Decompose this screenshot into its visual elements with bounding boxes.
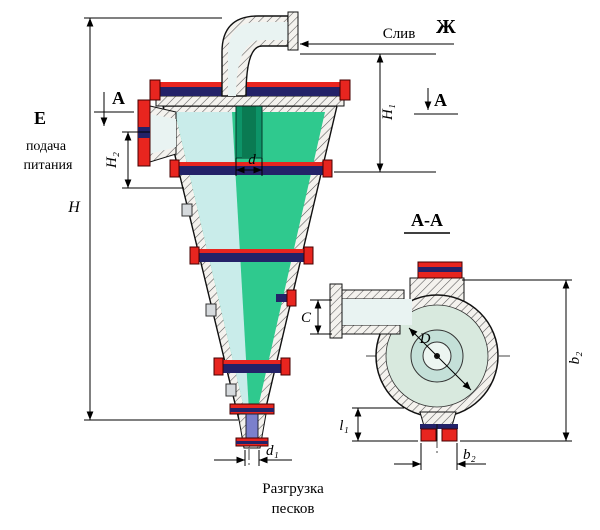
dim-b2-right-label: b₂: [567, 352, 583, 365]
dim-b2-bottom-label: b₂: [463, 447, 476, 463]
overflow-label: Слив: [383, 26, 416, 42]
vortex-finder-bore: [242, 94, 256, 158]
band3: [222, 364, 282, 373]
feed-label-line1: подача: [26, 139, 67, 154]
band1-bolt-right: [322, 159, 333, 178]
discharge-label-line1: Разгрузка: [262, 481, 324, 497]
section-bottom-flange-left: [420, 428, 437, 442]
section-bottom-neck: [419, 411, 457, 427]
dim-l1-group: l₁: [339, 407, 418, 442]
band1-bolt-left: [169, 159, 180, 178]
dim-b2-right-group: b₂: [460, 279, 583, 442]
e-marker-label: Е: [34, 108, 46, 128]
feed-callout: Е подача питания: [24, 108, 73, 173]
cover-band: [160, 87, 340, 96]
dim-d-group: d: [235, 152, 263, 176]
wall-bolt-tab: [181, 203, 193, 217]
wall-bolt-tab: [225, 383, 237, 397]
dim-d1-group: d₁: [214, 443, 292, 466]
band2-bolt-right: [303, 246, 314, 265]
dim-D-group: D: [408, 327, 472, 391]
inlet-flange: [329, 283, 343, 339]
section-view-title: А-А: [411, 210, 443, 230]
top-cover: [149, 79, 351, 107]
band2-bolt-left: [189, 246, 200, 265]
overflow-callout: Слив Ж: [300, 16, 456, 48]
apex-band-bottom: [236, 441, 268, 444]
band3-gasket: [222, 360, 282, 364]
discharge-label-line2: песков: [272, 501, 315, 517]
section-bottom-flange-right: [441, 428, 458, 442]
band-nub-bolt: [286, 289, 297, 307]
inlet-wall-top: [341, 289, 405, 300]
section-marker-right-label: А: [434, 90, 447, 110]
dim-D-label: D: [419, 331, 431, 347]
feed-label-line2: питания: [24, 158, 73, 173]
band2-gasket: [198, 249, 304, 253]
dim-H1-label: H₁: [380, 104, 396, 121]
overflow-pipe: [221, 11, 299, 97]
dim-b2-bottom-group: b₂: [394, 443, 486, 470]
cover-bolt-left: [149, 79, 161, 101]
overflow-pipe-bore: [228, 22, 288, 96]
overflow-flange: [287, 11, 299, 51]
band3-bolt-left: [213, 357, 224, 376]
section-marker-left: А: [94, 88, 134, 126]
section-view-title-group: А-А: [404, 210, 450, 234]
dim-H-label: H: [67, 199, 81, 216]
dim-d1-label: d₁: [266, 443, 279, 459]
dim-H1-group: H₁: [300, 53, 436, 173]
cover-slab: [155, 95, 345, 107]
section-bottom-band: [420, 424, 458, 429]
dim-C-label: C: [301, 310, 312, 326]
inlet-bore: [342, 299, 412, 325]
dim-d-label: d: [248, 152, 256, 168]
band-nub: [276, 294, 288, 302]
dim-H2-group: H₂: [104, 131, 184, 189]
section-marker-right: А: [414, 88, 458, 115]
section-marker-left-label: А: [112, 88, 125, 108]
apex-band-top: [230, 408, 274, 412]
cover-gasket: [160, 82, 340, 87]
band2: [198, 253, 304, 262]
dim-H-group: H: [67, 17, 238, 421]
discharge-callout: Разгрузка песков: [262, 481, 324, 517]
feed-pipe-bore: [150, 114, 176, 154]
dim-C-group: C: [301, 299, 332, 335]
section-top-band: [418, 267, 462, 272]
band1-gasket: [178, 162, 324, 166]
dim-H2-label: H₂: [104, 152, 120, 169]
section-view: C D b₂ l₁ b₂: [301, 261, 583, 470]
zh-marker-label: Ж: [436, 16, 456, 38]
inlet-wall-bottom: [341, 324, 401, 335]
apex-assembly: [229, 403, 275, 449]
dim-l1-label: l₁: [339, 418, 348, 434]
wall-bolt-tab: [205, 303, 217, 317]
band3-bolt-right: [280, 357, 291, 376]
cover-bolt-right: [339, 79, 351, 101]
